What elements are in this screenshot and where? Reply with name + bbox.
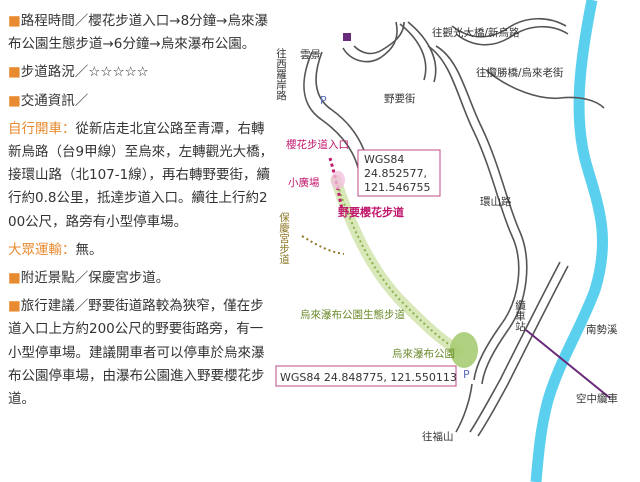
route-time-text: 路程時間／櫻花步道入口→8分鐘→烏來瀑布公園生態步道→6分鐘→烏來瀑布公園。 [8,13,268,53]
river-nanshi [530,0,609,482]
trail-sakura [328,157,344,211]
road-top-1 [399,23,427,81]
parking-icon-top: P [320,94,327,107]
aerial-cable-line [525,329,611,399]
small-plaza-marker [331,171,345,189]
road-big-outer [427,45,520,381]
public-transport-label: 大眾運輸： [8,241,76,258]
nearby-text: 附近景點／保慶宮步道。 [20,270,170,287]
yunxian-building-icon [343,33,351,41]
label-baoqing-trail: 保慶宮步道 [278,211,290,264]
road-big-inner [435,45,528,385]
road-lansheng [485,69,605,109]
road-right-2 [455,25,569,46]
label-small-plaza: 小廣場 [288,176,320,189]
gps-entrance-line1: WGS84 [364,153,404,166]
label-aerial-cable: 空中纜車 [576,392,618,405]
gps-entrance-line3: 121.546755 [364,181,430,194]
bullet-icon: ■ [8,64,21,81]
info-panel: ■路程時間／櫻花步道入口→8分鐘→烏來瀑布公園生態步道→6分鐘→烏來瀑布公園。 … [8,10,276,416]
travel-advice: ■旅行建議／野要街道路較為狹窄，僅在步道入口上方約200公尺的野要街路旁，有一小… [8,295,276,411]
bullet-icon: ■ [8,13,21,29]
self-drive-text: 從新店走北宜公路至青潭，右轉新烏路（台9甲線）至烏來，左轉觀光大橋，接環山路（北… [8,120,274,230]
label-waterfall-park: 烏來瀑布公園 [392,347,455,360]
bullet-icon: ■ [8,298,21,315]
label-to-lansheng: 往攬勝橋/烏來老街 [476,66,564,79]
road-yeyao-1 [342,21,398,63]
public-transport-text: 無。 [75,241,103,258]
transport-title-text: 交通資訊／ [20,92,89,109]
road-switchback-1 [469,261,561,433]
trail-baoqing [301,235,345,255]
road-yeyao-2 [353,21,405,55]
travel-advice-text: 旅行建議／野要街道路較為狹窄，僅在步道入口上方約200公尺的野要街路旁，有一小型… [8,298,265,408]
gps-box-park [275,365,457,387]
label-yunxian: 雲景 [300,49,321,61]
label-to-xiluoan: 往西羅岸路 [275,47,287,101]
self-drive-label: 自行開車： [8,120,76,137]
nearby: ■附近景點／保慶宮步道。 [8,267,276,290]
road-left-outer [303,51,361,191]
bullet-icon: ■ [8,270,21,287]
transport-title: ■交通資訊／ [8,90,276,113]
bullet-icon: ■ [8,92,21,109]
road-network [303,17,605,437]
trail-ecology [335,179,459,351]
road-switchback-2 [477,265,569,437]
label-ecology-trail: 烏來瀑布公園生態步道 [300,308,405,321]
route-time: ■路程時間／櫻花步道入口→8分鐘→烏來瀑布公園生態步道→6分鐘→烏來瀑布公園。 [8,10,276,56]
label-yeyao-street: 野要街 [384,92,416,105]
gps-box-entrance [357,149,441,197]
trail-map: P P WGS84 24.852577, 121.546755 WGS84 24… [275,0,618,482]
gps-park-text: WGS84 24.848775, 121.550113 [280,371,457,384]
trail-condition: ■步道路況／☆☆☆☆☆ [8,61,276,84]
road-top-2 [407,21,437,83]
label-sakura-entrance: 櫻花步道入口 [286,138,349,151]
label-huanshan-road: 環山路 [480,195,512,208]
self-drive: 自行開車：從新店走北宜公路至青潭，右轉新烏路（台9甲線）至烏來，左轉觀光大橋，接… [8,118,276,234]
trail-condition-text: 步道路況／☆☆☆☆☆ [20,64,149,81]
label-sakura-trail: 野要櫻花步道 [338,205,404,219]
gps-entrance-line2: 24.852577, [364,167,427,180]
road-fushan-1 [455,383,473,433]
label-to-fushan: 往福山 [422,430,454,443]
public-transport: 大眾運輸：無。 [8,239,276,262]
road-right-1 [451,17,567,38]
label-nanshi-river: 南勢溪 [586,323,618,336]
label-cable-station: 纜車站 [514,299,526,332]
label-to-guanguang: 往觀光大橋/新烏路 [432,26,520,39]
waterfall-park-marker [450,332,478,368]
parking-icon-bottom: P [463,368,470,381]
